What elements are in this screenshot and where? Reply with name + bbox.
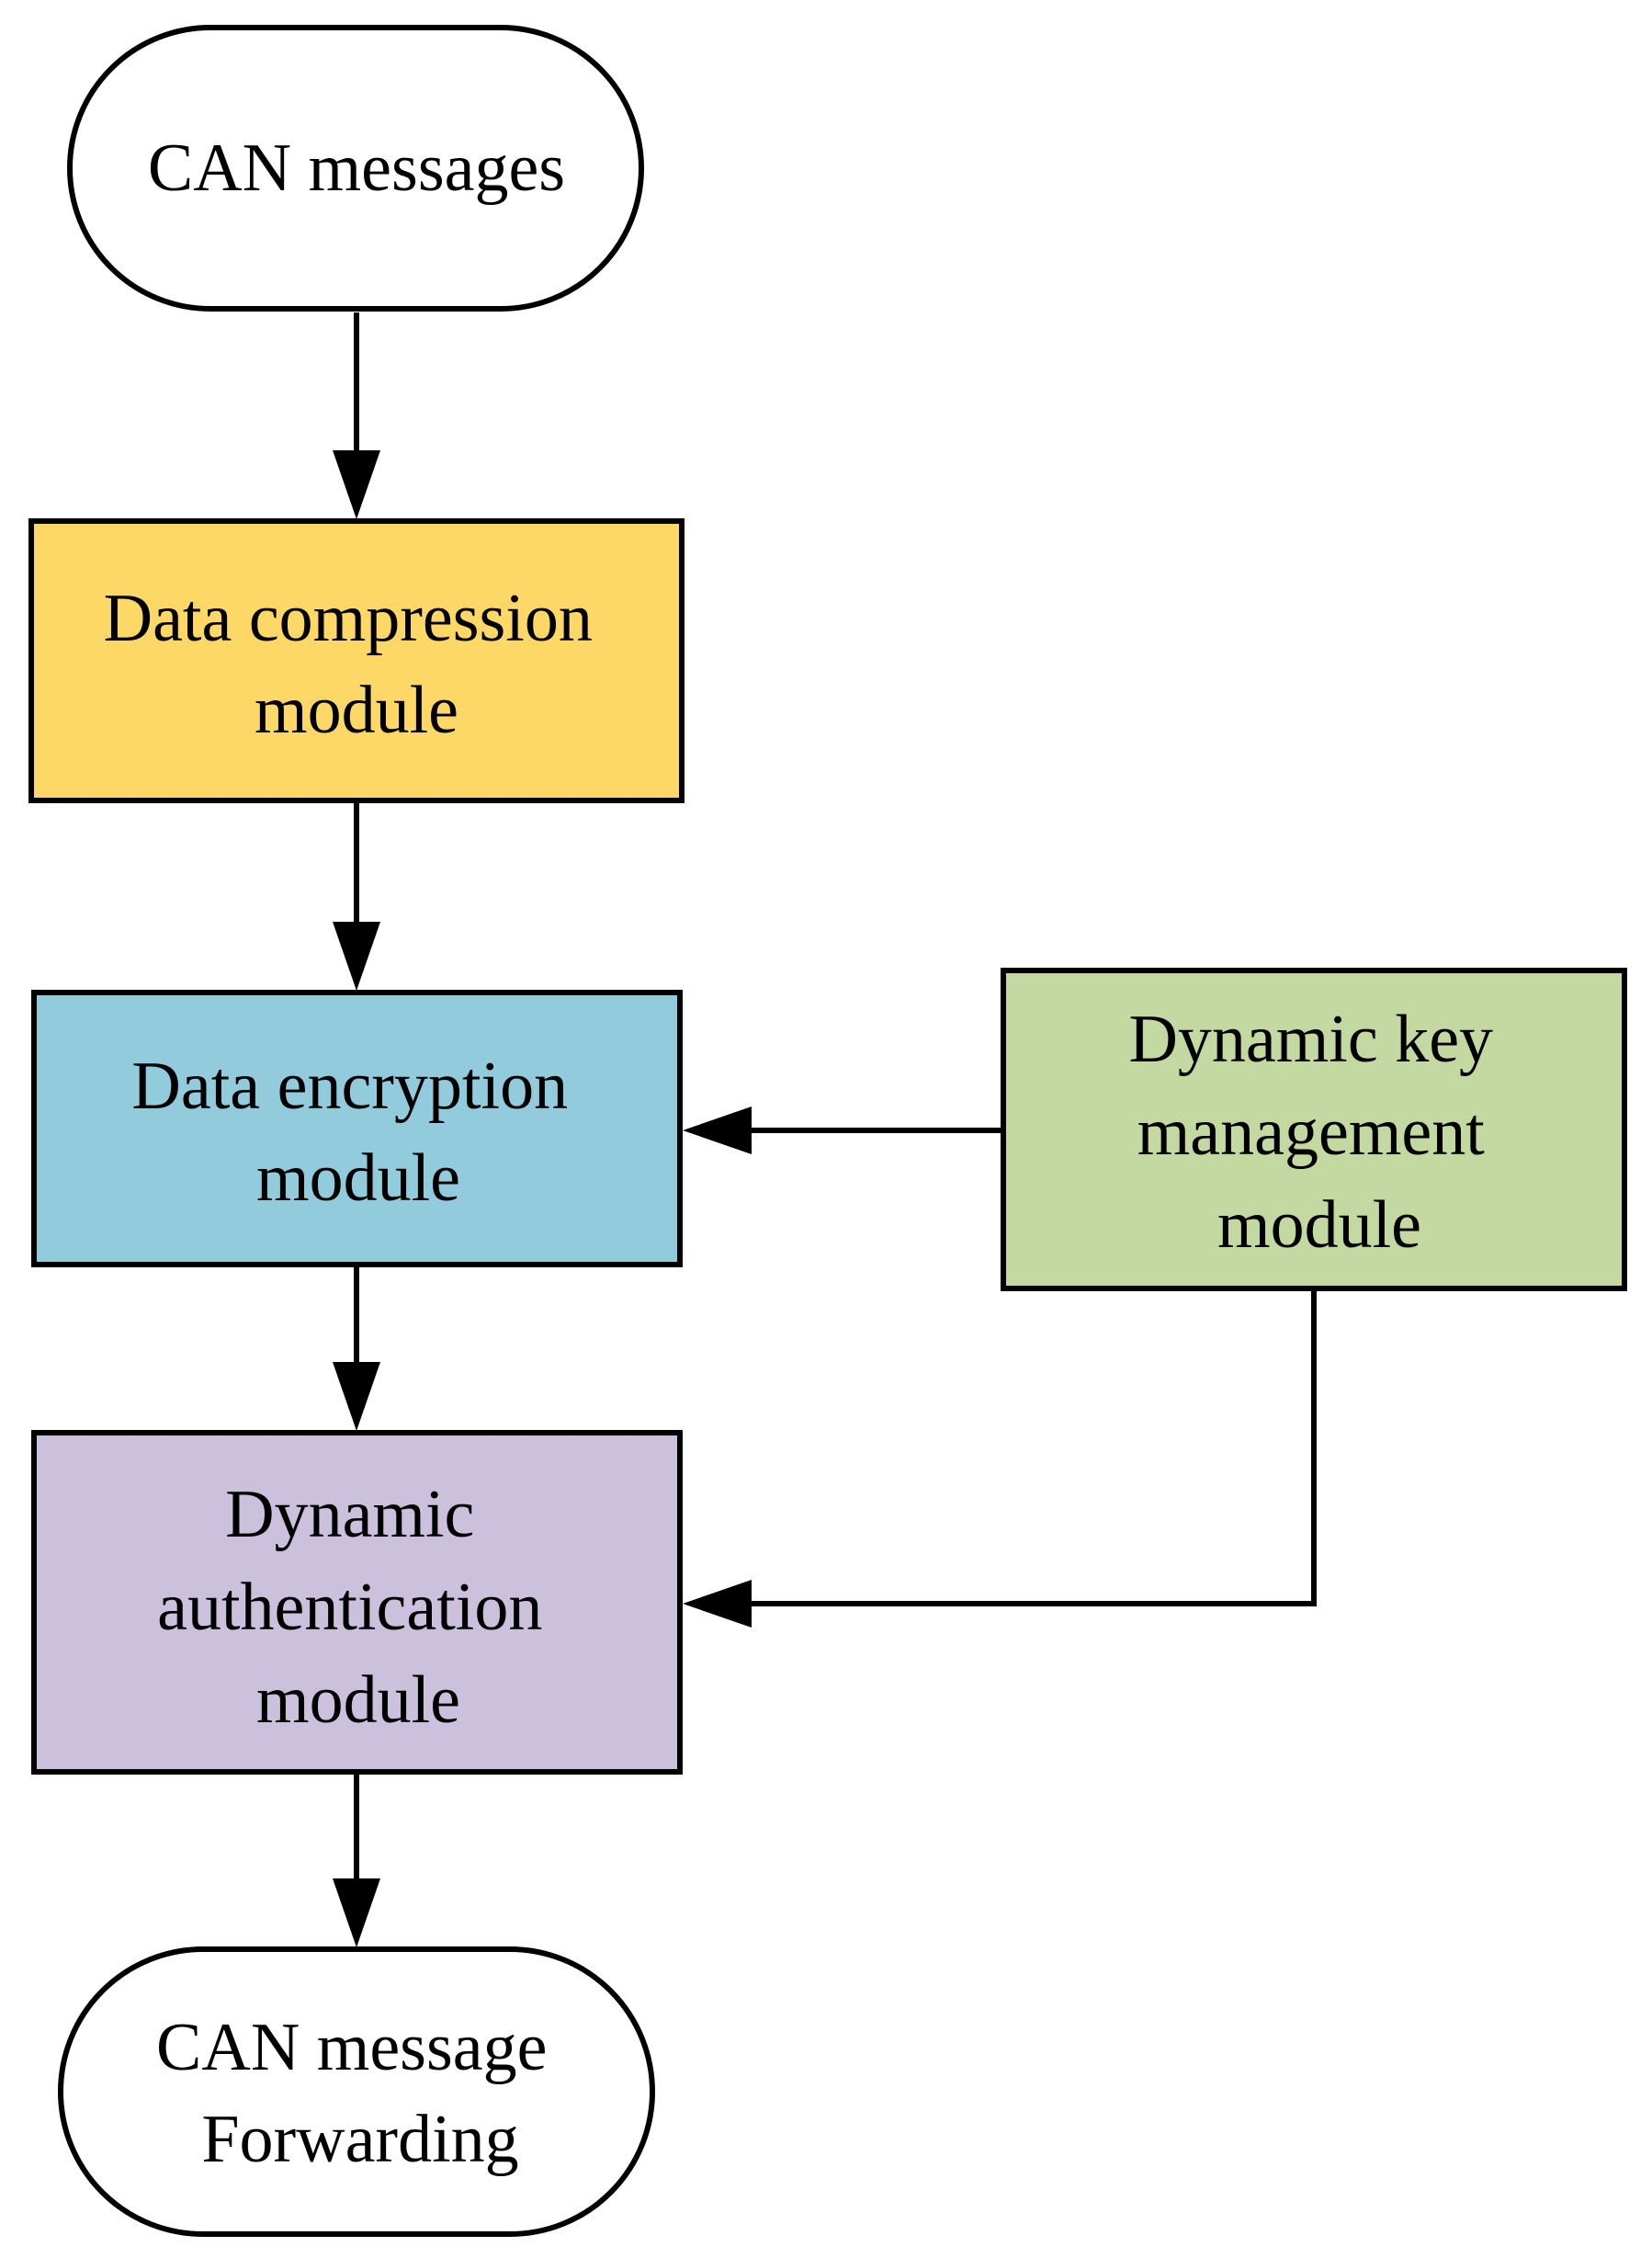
edge-key-to-encryption	[683, 1106, 1003, 1154]
dynamic-key-label-line3: module	[1217, 1187, 1421, 1263]
edge-compression-to-encryption	[333, 803, 380, 991]
data-encryption-label-line1: Data encryption	[131, 1049, 568, 1124]
can-forwarding-label-line2: Forwarding	[201, 2102, 518, 2177]
data-compression-label-line1: Data compression	[104, 581, 593, 656]
node-can-messages: CAN messages	[67, 25, 644, 312]
edge-key-to-authentication	[683, 1289, 1317, 1628]
node-dynamic-key-management-module: Dynamic key management module	[1001, 968, 1627, 1291]
edge-encryption-to-authentication	[333, 1266, 380, 1431]
can-messages-label: CAN messages	[148, 130, 565, 206]
svg-text:CAN messages: CAN messages	[148, 130, 565, 206]
dynamic-auth-label-line2: authentication	[157, 1570, 542, 1645]
svg-text:Dynamic key management: Dynamic key management module	[1128, 1002, 1510, 1263]
node-data-encryption-module: Data encryption module	[31, 990, 683, 1267]
svg-text:Data encryption module: Data encryption module	[131, 1049, 584, 1216]
node-data-compression-module: Data compression module	[28, 518, 685, 803]
data-compression-label-line2: module	[255, 673, 458, 748]
svg-text:CAN message Forwarding: CAN message Forwarding	[156, 2010, 564, 2177]
node-dynamic-authentication-module: Dynamic authentication module	[31, 1430, 683, 1775]
dynamic-key-label-line1: Dynamic key	[1128, 1002, 1493, 1077]
dynamic-auth-label-line1: Dynamic	[225, 1477, 474, 1552]
edge-can-messages-to-compression	[333, 312, 380, 519]
dynamic-key-label-line2: management	[1137, 1095, 1485, 1170]
svg-text:Data compression module: Data compression module	[104, 581, 610, 748]
svg-text:Dynamic authentication: Dynamic authentication module	[157, 1477, 560, 1738]
dynamic-auth-label-line3: module	[256, 1662, 460, 1738]
can-forwarding-label-line1: CAN message	[156, 2010, 547, 2085]
node-can-message-forwarding: CAN message Forwarding	[58, 1946, 655, 2237]
edges	[333, 312, 1317, 1947]
data-encryption-label-line2: module	[256, 1140, 460, 1216]
edge-authentication-to-forwarding	[333, 1775, 380, 1947]
